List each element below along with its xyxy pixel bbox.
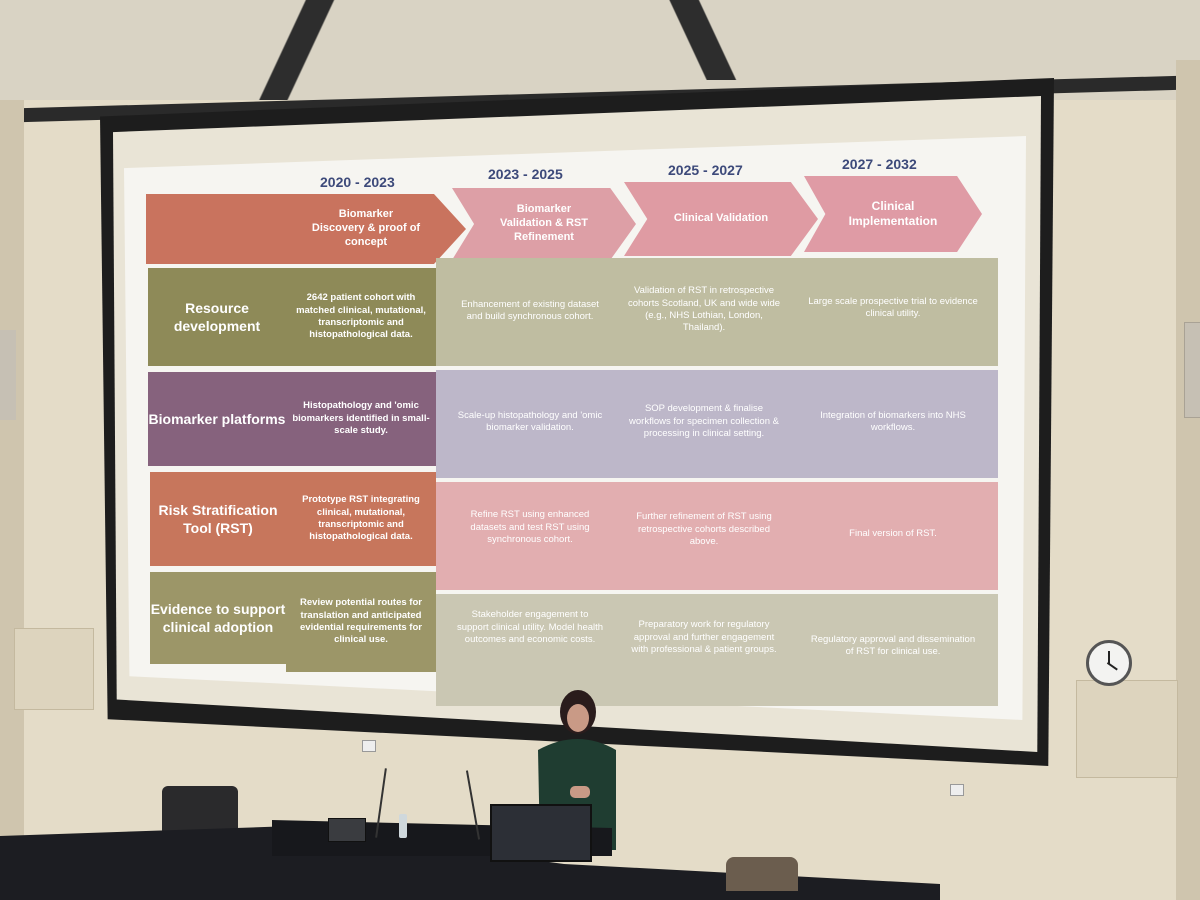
row-heading: Risk Stratification Tool (RST): [150, 472, 286, 566]
water-bottle: [399, 814, 407, 838]
table-cell: Review potential routes for translation …: [286, 572, 436, 672]
row-background: [436, 258, 998, 366]
table-cell: Refine RST using enhanced datasets and t…: [470, 509, 590, 546]
monitor: [490, 804, 592, 862]
phase-arrow: Clinical Implementation: [804, 176, 982, 252]
wall-speaker: [1184, 322, 1200, 418]
table-cell: SOP development & finalise workflows for…: [629, 403, 779, 440]
table-cell: Preparatory work for regulatory approval…: [631, 619, 777, 656]
table-cell: Regulatory approval and dissemination of…: [810, 633, 976, 657]
year-header: 2025 - 2027: [668, 162, 743, 178]
table-cell: 2642 patient cohort with matched clinica…: [286, 268, 436, 366]
wall-clock-icon: [1086, 640, 1132, 686]
ceiling-strut: [230, 0, 350, 100]
row-heading: Evidence to support clinical adoption: [150, 572, 286, 664]
table-cell: Enhancement of existing dataset and buil…: [461, 298, 599, 322]
phase-arrow: Biomarker Discovery & proof of concept: [146, 194, 466, 264]
year-header: 2023 - 2025: [488, 166, 563, 182]
table-cell: Validation of RST in retrospective cohor…: [627, 285, 781, 334]
row-background: [436, 370, 998, 478]
phase-arrow: Clinical Validation: [624, 182, 818, 256]
wall-panel: [14, 628, 94, 710]
row-background: [436, 594, 998, 706]
row-heading: Biomarker platforms: [148, 372, 286, 466]
table-cell: Integration of biomarkers into NHS workf…: [820, 409, 966, 433]
phase-arrow: Biomarker Validation & RST Refinement: [452, 188, 636, 260]
row-background: [436, 482, 998, 590]
power-socket: [362, 740, 376, 752]
power-socket: [950, 784, 964, 796]
wall-speaker: [0, 330, 16, 420]
chair: [726, 857, 798, 891]
table-cell: Histopathology and 'omic biomarkers iden…: [286, 372, 436, 466]
table-cell: Prototype RST integrating clinical, muta…: [286, 472, 436, 566]
table-cell: Further refinement of RST using retrospe…: [636, 511, 772, 548]
year-header: 2027 - 2032: [842, 156, 917, 172]
year-header: 2020 - 2023: [320, 174, 395, 190]
ceiling-strut: [650, 0, 760, 80]
table-cell: Large scale prospective trial to evidenc…: [808, 295, 978, 319]
table-cell: Final version of RST.: [849, 527, 937, 539]
table-cell: Stakeholder engagement to support clinic…: [456, 609, 604, 646]
laptop: [328, 818, 366, 842]
table-cell: Scale-up histopathology and 'omic biomar…: [457, 409, 603, 433]
left-wall: [0, 100, 24, 900]
row-heading: Resource development: [148, 268, 286, 366]
wall-panel: [1076, 680, 1178, 778]
right-wall: [1176, 60, 1200, 900]
